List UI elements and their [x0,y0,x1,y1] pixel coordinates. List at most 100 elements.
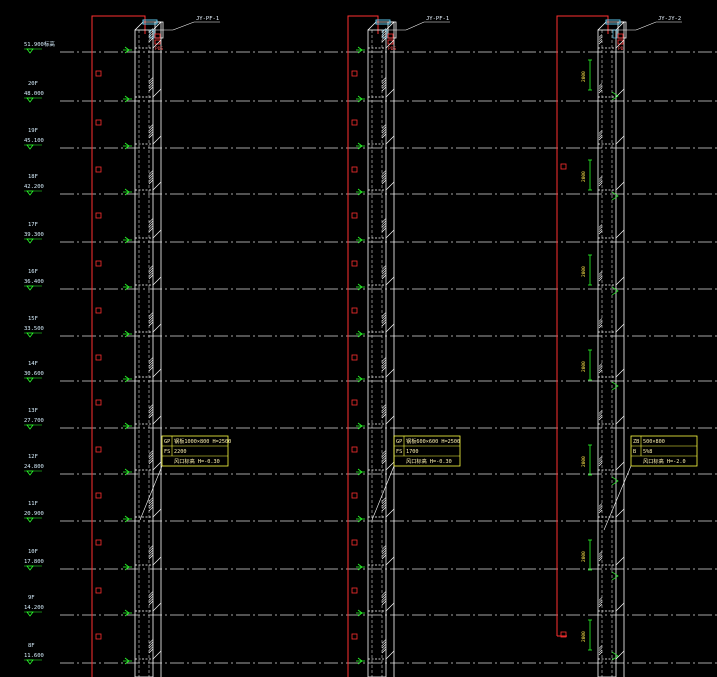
outlet-arrow-icon [123,563,132,571]
outlet-arrow-icon [123,375,132,383]
hatch-mark [381,545,387,550]
hatch-mark [148,497,154,502]
hatch-mark [148,357,154,362]
hatch-mark [598,553,603,557]
hatch-mark [148,591,154,596]
hatch-mark [148,499,154,505]
hatch-mark [381,170,387,175]
hatch-mark [381,131,387,136]
hatch-mark [598,597,603,601]
outlet-arrow-icon [611,286,619,296]
outlet-arrow-icon [611,476,619,486]
outlet-box-icon [351,119,358,126]
floor-slab-depth [615,602,625,612]
hatch-mark [381,452,387,458]
hatch-mark [148,269,154,275]
hatch-mark [381,364,387,369]
hatch-mark [381,314,387,320]
floor-slab-depth [152,88,162,98]
info-leader [371,465,395,521]
floor-slab-depth [152,650,162,660]
outlet-box-icon [95,119,102,126]
hatch-mark [381,361,387,367]
hatch-mark [381,218,387,223]
shaft-id-tag: JY-PF-1 [196,16,219,22]
hatch-mark [148,452,154,458]
hatch-mark [148,361,154,367]
hatch-mark [148,227,154,233]
hatch-mark [381,225,387,230]
hatch-mark [598,599,603,603]
hatch-mark [148,600,154,606]
outlet-arrow-icon [356,330,365,338]
level-marker-icon [26,238,34,244]
hatch-mark [381,179,387,185]
outlet-box-icon [351,260,358,267]
hatch-mark [598,87,603,92]
level-floor-label: 17F [28,222,38,228]
outlet-arrow-icon [123,515,132,523]
hatch-mark [598,271,603,275]
hatch-mark [598,275,603,280]
floor-slab-depth [152,39,162,49]
outlet-box-icon [95,539,102,546]
hatch-mark [598,130,603,134]
outlet-arrow-icon [123,657,132,665]
level-elevation-label: 48.000 [24,91,44,97]
hatch-mark [598,273,603,277]
shaft-id-tag: JY-PF-1 [426,16,449,22]
floor-slab-depth [615,415,625,425]
hatch-mark [148,79,154,85]
hatch-mark [381,641,387,647]
hatch-mark [381,554,387,560]
info-text: 风口标高 H=-0.30 [406,457,452,465]
outlet-box-icon [351,446,358,453]
hatch-mark [148,170,154,175]
shaft-id-tag: JY-JY-2 [658,16,681,22]
hatch-mark [381,501,387,507]
hatch-mark [148,364,154,369]
floor-slab-depth [615,461,625,471]
hatch-mark [598,369,603,374]
hatch-mark [381,504,387,509]
hatch-mark [381,269,387,275]
hatch-mark [598,34,603,38]
outlet-arrow-icon [123,95,132,103]
info-code: GP [164,439,170,445]
shaft-front-face [597,29,617,677]
hatch-mark [598,85,603,89]
dimension-label: 2000 [581,171,587,182]
level-marker-icon [26,611,34,617]
outlet-box-icon [95,212,102,219]
floor-slab-depth [615,650,625,660]
floor-slab-depth [385,556,395,566]
level-marker-icon [26,190,34,196]
hatch-mark [598,320,603,324]
hatch-mark [148,554,154,560]
floor-slab-depth [152,461,162,471]
floor-slab-depth [615,39,625,49]
hatch-mark [598,649,603,654]
riser-pipe [347,15,379,677]
hatch-mark [148,406,154,412]
hatch-mark [381,81,387,87]
level-floor-label: 20F [28,81,38,87]
hatch-mark [148,504,154,509]
hatch-mark [148,172,154,178]
hatch-mark [598,462,603,467]
hatch-mark [381,404,387,409]
hatch-mark [148,133,154,139]
hatch-mark [381,28,387,33]
outlet-arrow-icon [123,142,132,150]
equipment-marker-icon [154,39,161,45]
hatch-mark [598,503,603,507]
floor-slab-depth [385,650,395,660]
floor-slab-depth [152,181,162,191]
level-marker-icon [26,424,34,430]
floor-slab-depth [615,276,625,286]
hatch-mark [148,267,154,273]
equipment-tag: PDS [388,46,396,52]
